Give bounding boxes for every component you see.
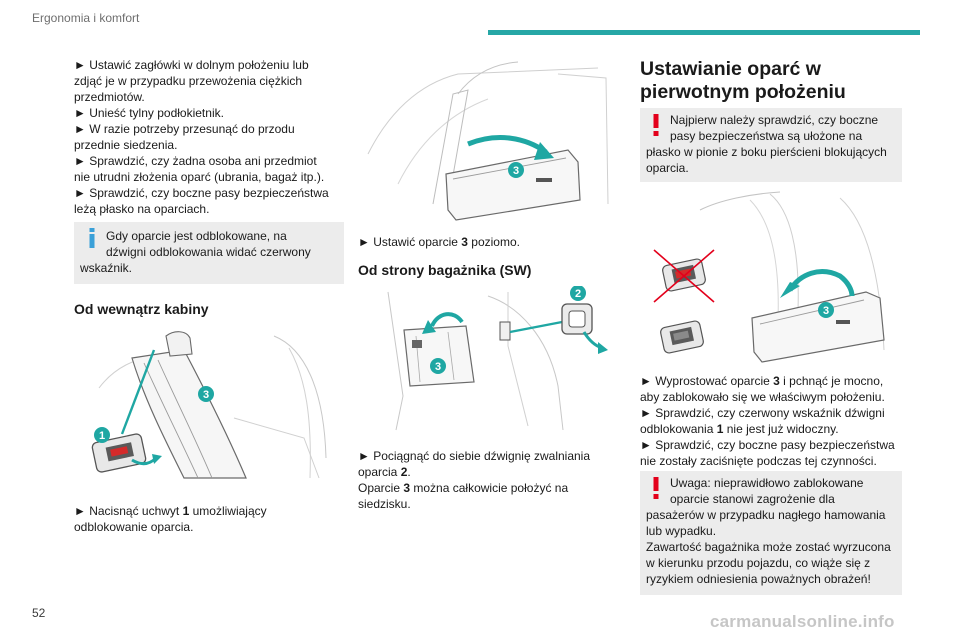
step-line: ► Sprawdzić, czy boczne pasy bezpieczeńs… — [74, 186, 329, 200]
heading-from-trunk: Od strony bagażnika (SW) — [358, 262, 532, 278]
step-line: przedmiotów. — [74, 90, 145, 104]
figure-label: 3 — [513, 165, 519, 177]
warning-note-line: w kierunku przodu pojazdu, co wiąże się … — [646, 556, 871, 570]
warning-icon — [653, 114, 659, 136]
step-check-belts: ► Sprawdzić, czy boczne pasy bezpieczeńs… — [640, 438, 895, 452]
info-note-line: wskaźnik. — [80, 261, 133, 275]
step-straighten-backrest: ► Wyprostować oparcie 3 i pchnąć je mocn… — [640, 374, 884, 388]
figure-label: 3 — [435, 361, 441, 373]
text-fold-backrest: Oparcie 3 można całkowicie położyć na — [358, 481, 569, 495]
header-accent-bar — [488, 30, 920, 35]
info-note-line: dźwigni odblokowania widać czerwony — [106, 245, 311, 259]
figure-label: 1 — [99, 430, 105, 442]
figure-trunk-release-lever: 2 3 — [387, 286, 608, 431]
page-number: 52 — [32, 606, 46, 620]
heading-restore-backrests: Ustawianie oparć w — [640, 58, 821, 80]
step-line: ► W razie potrzeby przesunąć do przodu — [74, 122, 295, 136]
warning-note: Najpierw należy sprawdzić, czy boczne pa… — [640, 108, 902, 182]
warning-note: Uwaga: nieprawidłowo zablokowane oparcie… — [640, 471, 902, 595]
heading-inside-cabin: Od wewnątrz kabiny — [74, 301, 209, 317]
text-fold-backrest-line2: siedzisku. — [358, 497, 411, 511]
figure-backrest-release-lever: 1 3 — [91, 331, 327, 479]
step-line: ► Ustawić zagłówki w dolnym położeniu lu… — [74, 58, 309, 72]
step-line: leżą płasko na oparciach. — [74, 202, 210, 216]
step-straighten-backrest-line2: aby zablokowało się we właściwym położen… — [640, 390, 885, 404]
figure-label: 2 — [575, 288, 581, 300]
caption-press-handle: ► Nacisnąć uchwyt 1 umożliwiający — [74, 504, 267, 518]
step-line: zdjąć je w przypadku przewożenia ciężkic… — [74, 74, 303, 88]
caption-set-backrest: ► Ustawić oparcie 3 poziomo. — [358, 235, 520, 249]
warning-note-line: lub wypadku. — [646, 524, 717, 538]
step-check-indicator-line2: odblokowania 1 nie jest już widoczny. — [640, 422, 839, 436]
step-check-belts-line2: nie zostały zaciśnięte podczas tej czynn… — [640, 454, 877, 468]
heading-restore-backrests-line2: pierwotnym położeniu — [640, 81, 846, 103]
info-note-line: Gdy oparcie jest odblokowane, na — [106, 229, 287, 243]
watermark: carmanualsonline.info — [710, 612, 895, 631]
figure-label: 3 — [203, 389, 209, 401]
warning-note-line: pasażerów w przypadku nagłego hamowania — [646, 508, 886, 522]
step-line: ► Sprawdzić, czy żadna osoba ani przedmi… — [74, 154, 317, 168]
warning-note-line: oparcie stanowi zagrożenie dla — [670, 492, 835, 506]
warning-note-line: pasy bezpieczeństwa są ułożone na — [670, 129, 863, 143]
warning-note-line: ryzykiem odniesienia poważnych obrażeń! — [646, 572, 871, 586]
figure-backrest-raised: 3 — [653, 191, 885, 363]
info-note: Gdy oparcie jest odblokowane, na dźwigni… — [74, 222, 344, 284]
text-pull-lever: ► Pociągnąć do siebie dźwignię zwalniani… — [358, 449, 591, 463]
warning-note-line: oparcia. — [646, 161, 689, 175]
warning-note-line: Uwaga: nieprawidłowo zablokowane — [670, 476, 864, 490]
warning-note-line: Zawartość bagażnika może zostać wyrzucon… — [646, 540, 891, 554]
figure-backrest-folded: 3 — [367, 61, 609, 221]
step-line: przednie siedzenia. — [74, 138, 178, 152]
caption-press-handle-line2: odblokowanie oparcia. — [74, 520, 194, 534]
warning-icon — [653, 477, 659, 499]
step-line: ► Unieść tylny podłokietnik. — [74, 106, 224, 120]
warning-note-line: płasko w pionie z boku pierścieni blokuj… — [646, 145, 887, 159]
info-icon — [89, 228, 95, 248]
figure-label: 3 — [823, 305, 829, 317]
section-title: Ergonomia i komfort — [32, 11, 140, 25]
warning-note-line: Najpierw należy sprawdzić, czy boczne — [670, 113, 879, 127]
step-check-indicator: ► Sprawdzić, czy czerwony wskaźnik dźwig… — [640, 406, 885, 420]
step-line: nie utrudni złożenia oparć (ubrania, bag… — [74, 170, 325, 184]
text-pull-lever-line2: oparcia 2. — [358, 465, 411, 479]
